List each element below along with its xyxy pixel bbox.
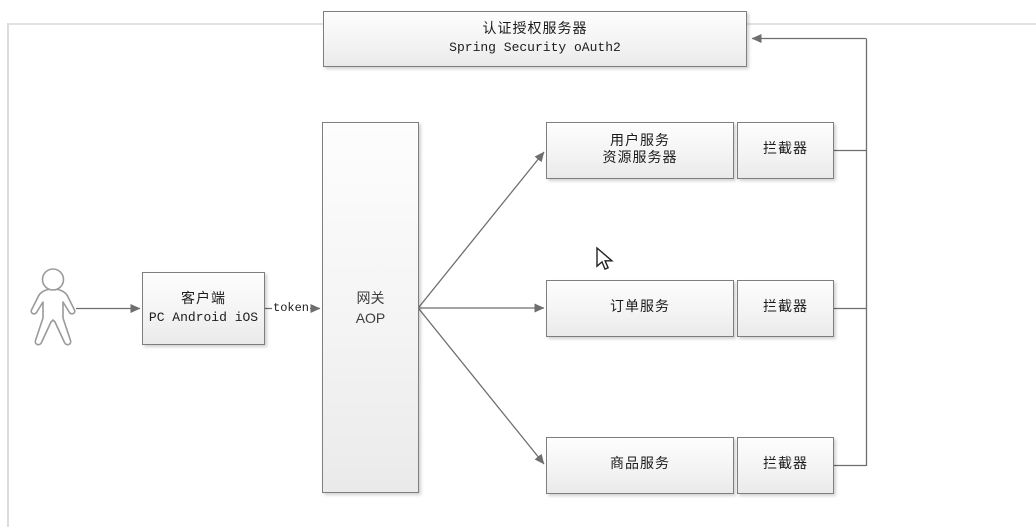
client-box[interactable]: 客户端 PC Android iOS	[142, 272, 265, 345]
client-title: 客户端	[181, 291, 226, 308]
order-service-label: 订单服务	[610, 300, 670, 316]
auth-server-subtitle: Spring Security oAuth2	[449, 40, 621, 55]
auth-server-title: 认证授权服务器	[482, 22, 588, 38]
mouse-cursor-icon	[596, 246, 614, 271]
token-arrow-label: token	[272, 301, 311, 315]
user-service-label-line2: 资源服务器	[602, 150, 678, 167]
user-service-interceptor-box[interactable]: 拦截器	[737, 122, 834, 179]
gateway-box[interactable]: 网关 AOP	[322, 122, 419, 493]
order-service-interceptor-box[interactable]: 拦截器	[737, 280, 834, 337]
product-service-label: 商品服务	[610, 457, 670, 473]
interceptor-label: 拦截器	[763, 300, 808, 316]
user-service-label-line1: 用户服务	[610, 133, 670, 150]
order-service-box[interactable]: 订单服务	[546, 280, 734, 337]
user-service-box[interactable]: 用户服务 资源服务器	[546, 122, 734, 179]
gateway-subtitle: AOP	[355, 309, 386, 326]
client-platforms: PC Android iOS	[148, 309, 259, 325]
product-service-interceptor-box[interactable]: 拦截器	[737, 437, 834, 494]
interceptor-label: 拦截器	[763, 142, 808, 158]
person-icon[interactable]	[27, 264, 79, 352]
auth-server-box[interactable]: 认证授权服务器 Spring Security oAuth2	[323, 11, 747, 67]
gateway-title: 网关	[356, 289, 385, 306]
product-service-box[interactable]: 商品服务	[546, 437, 734, 494]
frame-border-left	[7, 23, 9, 527]
interceptor-label: 拦截器	[763, 457, 808, 473]
